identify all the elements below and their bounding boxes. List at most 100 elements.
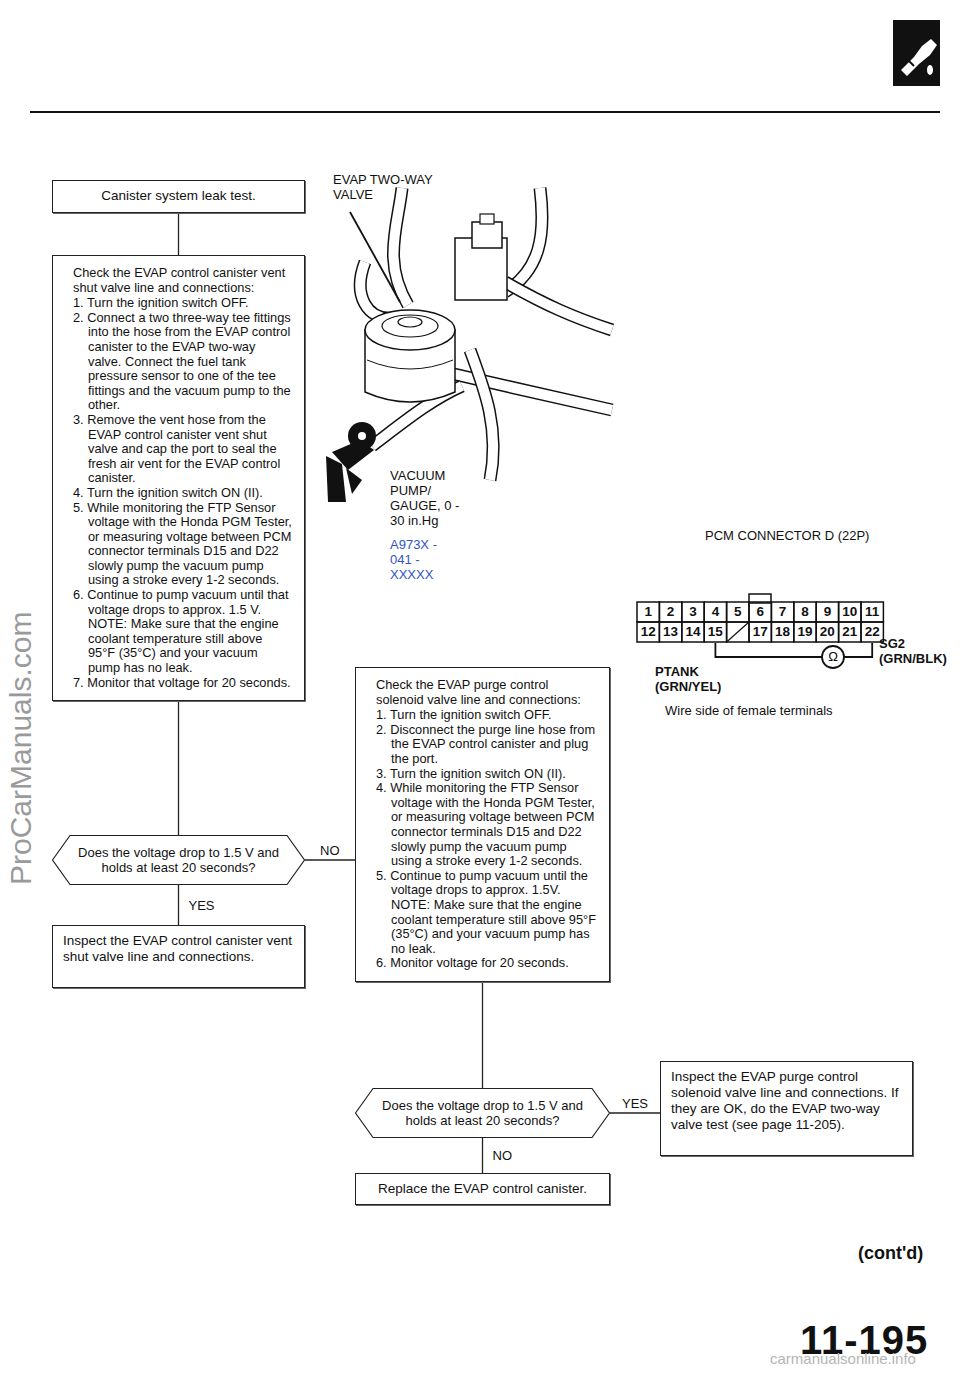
pin-number: 1 xyxy=(637,602,659,622)
process-box: Inspect the EVAP purge control solenoid … xyxy=(660,1061,913,1156)
pin-number: 11 xyxy=(861,602,883,622)
terminal-cell xyxy=(839,622,861,642)
flow-line xyxy=(305,859,355,860)
watermark: carmanualsonline.info xyxy=(770,1350,916,1368)
box-step: NOTE: Make sure that the engine coolant … xyxy=(73,617,292,675)
pin-number: 13 xyxy=(659,622,681,642)
hose-outline xyxy=(505,282,612,330)
pin-number: 7 xyxy=(771,602,793,622)
box-step: 3. Turn the ignition switch ON (II). xyxy=(376,767,597,782)
terminal-cell xyxy=(637,602,659,622)
decision-hexagon: Does the voltage drop to 1.5 V and holds… xyxy=(355,1088,610,1138)
box-text: Does the voltage drop to 1.5 V and holds… xyxy=(76,845,281,876)
flow-line xyxy=(178,701,179,835)
hose-fill xyxy=(393,188,408,305)
pin-number: 5 xyxy=(727,602,749,622)
terminal-cell xyxy=(794,622,816,642)
terminal-cell xyxy=(659,602,681,622)
hose-outline xyxy=(470,350,493,480)
vacuum-pump xyxy=(326,422,376,502)
pin-number: 3 xyxy=(682,602,704,622)
box-step: 2. Connect a two three-way tee fittings … xyxy=(73,311,292,413)
pin-number: 9 xyxy=(816,602,838,622)
hose-outline xyxy=(505,188,542,292)
continued-note: (cont'd) xyxy=(858,1242,948,1264)
valve-body xyxy=(367,360,453,369)
nozzle-shape xyxy=(901,39,937,76)
pin-number: 17 xyxy=(749,622,771,642)
hose-outline xyxy=(393,188,408,305)
box-step: NOTE: Make sure that the engine coolant … xyxy=(376,898,597,956)
hexagon-outline xyxy=(53,836,305,885)
hose-fill xyxy=(360,262,392,318)
pin-number: 21 xyxy=(839,622,861,642)
pump-trigger xyxy=(346,468,362,494)
tool-number: A973X - 041 - XXXXX xyxy=(390,537,452,582)
box-step: 1. Turn the ignition switch OFF. xyxy=(376,708,597,723)
flow-line xyxy=(178,885,179,925)
hose-fill xyxy=(445,372,612,410)
terminal-cell xyxy=(749,622,771,642)
pin-number: 12 xyxy=(637,622,659,642)
terminal-cell xyxy=(682,622,704,642)
pin-number: 2 xyxy=(659,602,681,622)
box-text: Canister system leak test. xyxy=(63,188,294,204)
box-step: 7. Monitor that voltage for 20 seconds. xyxy=(73,676,292,691)
nozzle-shape xyxy=(908,60,914,66)
hose xyxy=(360,188,612,480)
box-step: 4. Turn the ignition switch ON (II). xyxy=(73,486,292,501)
pin-number: 4 xyxy=(704,602,726,622)
pin-number: 18 xyxy=(771,622,793,642)
terminal-cell xyxy=(816,622,838,642)
box-text: Check the EVAP control canister vent shu… xyxy=(73,266,292,295)
connector-name: PCM CONNECTOR D (22P) xyxy=(705,528,905,543)
pin-number: 6 xyxy=(749,602,771,622)
header-rule xyxy=(30,111,940,113)
pump-grip xyxy=(326,456,346,502)
hose-fill xyxy=(505,188,542,292)
terminal-cell xyxy=(816,602,838,622)
box-text: Does the voltage drop to 1.5 V and holds… xyxy=(379,1098,586,1129)
box-step: 2. Disconnect the purge line hose from t… xyxy=(376,723,597,767)
box-step: 5. While monitoring the FTP Sensor volta… xyxy=(73,501,292,589)
process-box: Check the EVAP control canister vent shu… xyxy=(52,255,305,701)
box-step: 6. Continue to pump vacuum until that vo… xyxy=(73,588,292,617)
terminal-cell xyxy=(771,602,793,622)
process-box: Check the EVAP purge control solenoid va… xyxy=(355,667,610,982)
terminal-cell xyxy=(704,622,726,642)
pin-number: 19 xyxy=(794,622,816,642)
flow-line xyxy=(482,982,483,1088)
pin-number: 20 xyxy=(816,622,838,642)
signal-name: SG2 (GRN/BLK) xyxy=(879,636,955,666)
view-note: Wire side of female terminals xyxy=(665,703,905,718)
ohm-symbol: Ω xyxy=(822,648,844,666)
hexagon-outline xyxy=(356,1089,610,1138)
valve-connector xyxy=(480,214,494,224)
terminal-cell xyxy=(794,602,816,622)
hose-outline xyxy=(445,372,612,410)
terminal-cell xyxy=(727,602,749,622)
box-step: 6. Monitor voltage for 20 seconds. xyxy=(376,956,597,971)
fuel-icon xyxy=(893,20,940,86)
flow-line xyxy=(482,1138,483,1173)
terminal-cell xyxy=(637,622,659,642)
pin-number: 14 xyxy=(682,622,704,642)
terminal-cell xyxy=(659,622,681,642)
wire xyxy=(844,643,872,657)
hose-fill xyxy=(505,282,612,330)
decision-hexagon: Does the voltage drop to 1.5 V and holds… xyxy=(52,835,305,885)
ohmmeter-symbol xyxy=(822,646,844,668)
hose-fill xyxy=(470,350,493,480)
pin-number: 15 xyxy=(704,622,726,642)
box-text: Replace the EVAP control canister. xyxy=(366,1181,599,1197)
terminal-cell xyxy=(839,602,861,622)
box-step: 5. Continue to pump vacuum until the vol… xyxy=(376,869,597,898)
signal-name: PTANK (GRN/YEL) xyxy=(655,664,739,694)
two-way-valve xyxy=(350,212,507,402)
pin-number: 10 xyxy=(839,602,861,622)
box-text: Inspect the EVAP purge control solenoid … xyxy=(671,1069,902,1133)
terminal-cell xyxy=(727,622,749,642)
